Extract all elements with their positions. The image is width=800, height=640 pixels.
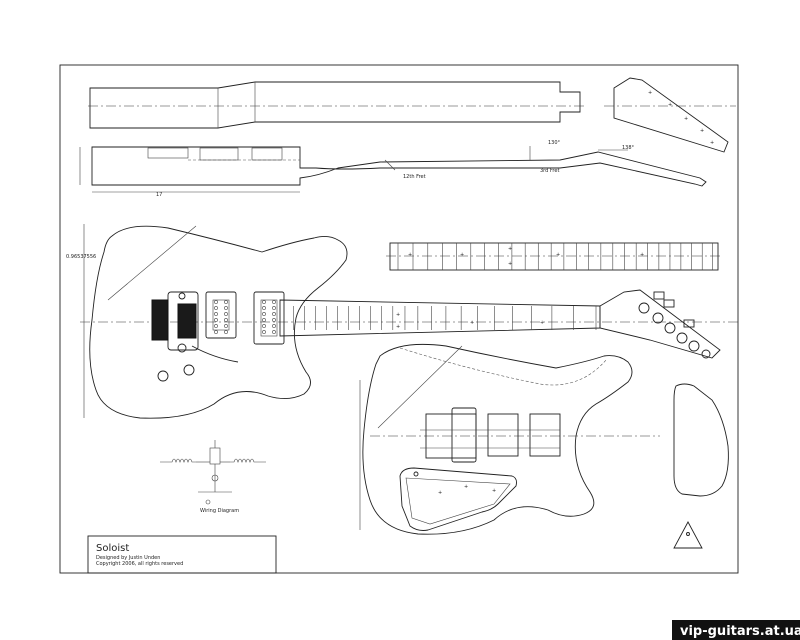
- pickup-pole: [272, 330, 276, 334]
- wiring-diagram-title: Wiring Diagram: [200, 508, 239, 514]
- svg-text:17: 17: [156, 192, 162, 198]
- svg-text:+: +: [396, 324, 400, 330]
- title-block: [87, 535, 277, 574]
- wiring-diagram: [160, 440, 266, 505]
- svg-text:+: +: [668, 102, 672, 108]
- svg-text:+: +: [470, 320, 474, 326]
- svg-text:+: +: [508, 246, 512, 252]
- watermark-text: vip-guitars.at.ua: [680, 624, 800, 639]
- pickup-pole: [272, 324, 276, 328]
- pickup-pole: [272, 318, 276, 322]
- pickup-pole: [214, 318, 218, 322]
- neck-angle-label-a: 130°: [548, 140, 561, 146]
- pickup-pole: [214, 312, 218, 316]
- svg-text:+: +: [700, 128, 704, 134]
- pickup-pole: [224, 306, 228, 310]
- svg-text:+: +: [556, 252, 560, 258]
- pickup-pole: [262, 330, 266, 334]
- svg-text:+: +: [540, 320, 544, 326]
- fret12-label: 12th Fret: [403, 174, 426, 180]
- pickup-pole: [262, 324, 266, 328]
- pickup-pole: [224, 300, 228, 304]
- svg-text:+: +: [508, 261, 512, 267]
- fretboard-layout: + + + + + +: [386, 242, 722, 271]
- pickup-pole: [214, 330, 218, 334]
- svg-text:+: +: [492, 488, 496, 494]
- pickup-pole: [262, 300, 266, 304]
- pickup-pole: [214, 324, 218, 328]
- pickup-pole: [262, 318, 266, 322]
- drawing-border: [59, 64, 739, 574]
- svg-text:+: +: [710, 140, 714, 146]
- svg-text:+: +: [396, 312, 400, 318]
- drawing-title: Soloist: [96, 543, 129, 554]
- neck-angle-label-b: 138°: [622, 145, 635, 151]
- pickup-pole: [224, 324, 228, 328]
- copyright-notice: Copyright 2006, all rights reserved: [96, 561, 183, 567]
- fret3-label: 3rd Fret: [540, 168, 559, 174]
- cover-plate-view: [673, 383, 729, 549]
- pickup-pole: [224, 318, 228, 322]
- pickup-pole: [224, 312, 228, 316]
- svg-text:+: +: [640, 252, 644, 258]
- pickup-pole: [262, 306, 266, 310]
- svg-text:+: +: [684, 116, 688, 122]
- pickup-pole: [214, 300, 218, 304]
- body-dim-label: 0.96537556: [66, 254, 96, 260]
- pickup-pole: [272, 306, 276, 310]
- pickup-pole: [272, 312, 276, 316]
- pickup-pole: [262, 312, 266, 316]
- svg-text:+: +: [408, 252, 412, 258]
- neck-top-view: [88, 81, 585, 129]
- svg-text:+: +: [464, 484, 468, 490]
- svg-text:+: +: [438, 490, 442, 496]
- body-route-view: + + +: [359, 343, 660, 535]
- svg-text:+: +: [460, 252, 464, 258]
- pickup-pole: [224, 330, 228, 334]
- svg-text:+: +: [648, 90, 652, 96]
- guitar-front-view: + + + +: [80, 225, 740, 419]
- pickup-pole: [272, 300, 276, 304]
- watermark-badge: [672, 620, 800, 640]
- pickup-pole: [214, 306, 218, 310]
- designer-credit: Designed by Justin Unden: [96, 555, 160, 561]
- side-profile-view: 17: [79, 146, 707, 198]
- headstock-top-view: + + + + +: [604, 77, 736, 153]
